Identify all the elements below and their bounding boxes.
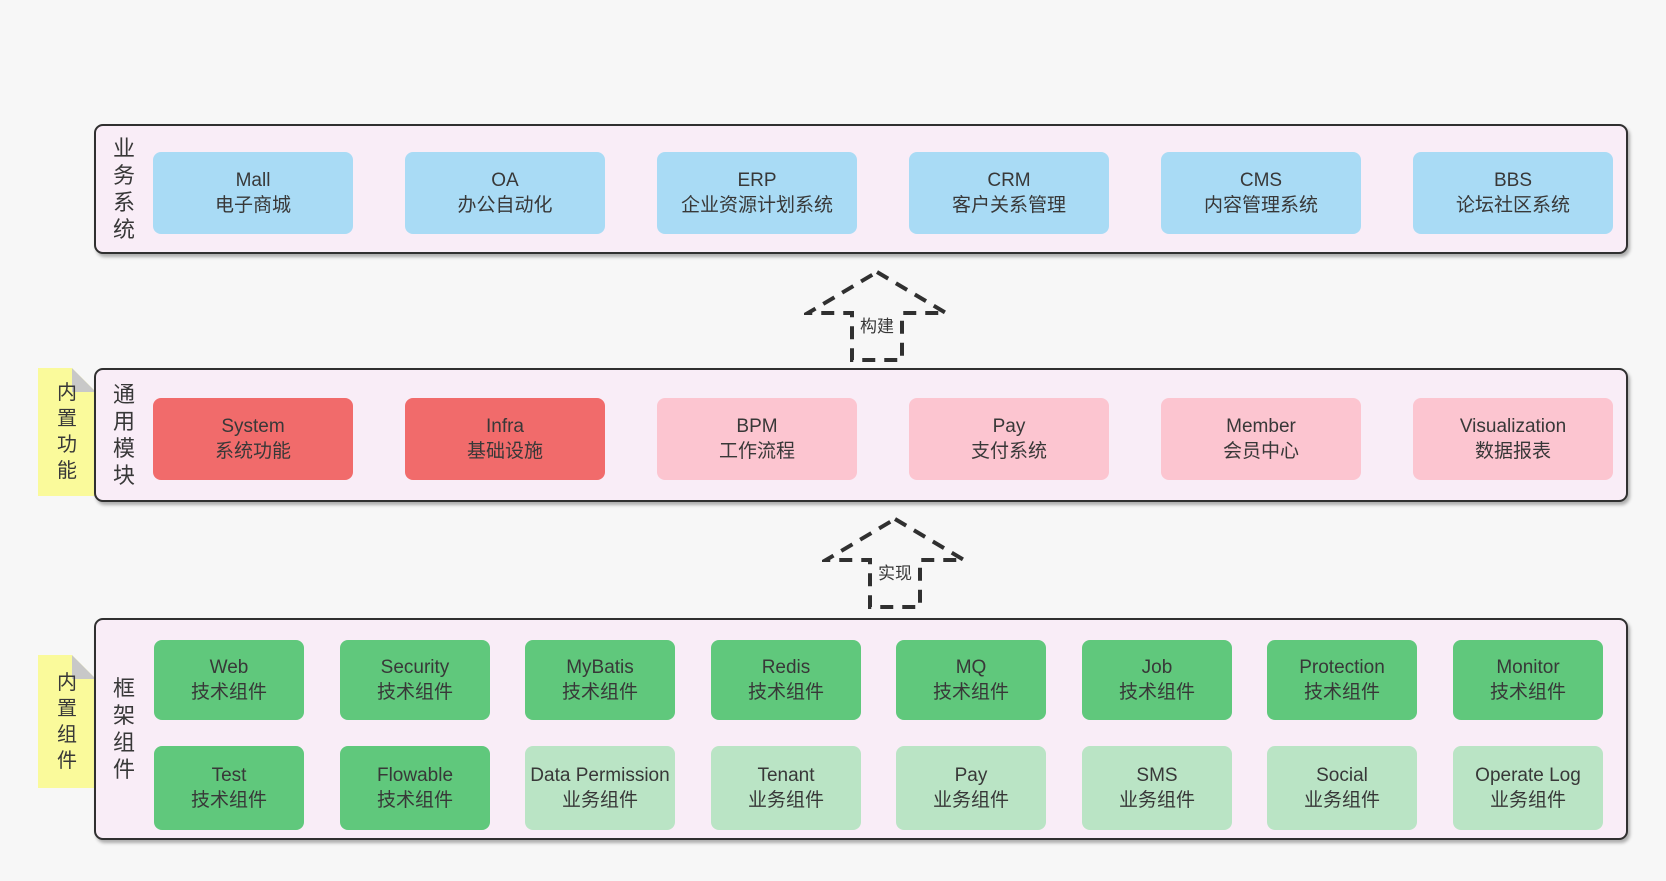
box-label-en: MyBatis <box>566 657 634 678</box>
box-label-zh: 技术组件 <box>190 682 267 703</box>
box-label-zh: 技术组件 <box>747 682 824 703</box>
box-framework-mq: MQ 技术组件 <box>896 640 1046 720</box>
box-common-infra: Infra 基础设施 <box>405 398 605 480</box>
box-business-cms: CMS 内容管理系统 <box>1161 152 1361 234</box>
box-framework-monitor: Monitor 技术组件 <box>1453 640 1603 720</box>
sticky-tab-built-in-features: 内置功能 <box>38 368 96 496</box>
box-framework-redis: Redis 技术组件 <box>711 640 861 720</box>
box-label-zh: 基础设施 <box>466 441 543 462</box>
box-label-zh: 技术组件 <box>561 682 638 703</box>
box-label-en: Monitor <box>1496 657 1560 678</box>
box-label-en: Tenant <box>757 765 815 786</box>
box-label-en: Mall <box>235 170 271 191</box>
box-label-en: OA <box>491 170 519 191</box>
box-label-en: Social <box>1316 765 1368 786</box>
box-label-en: BPM <box>736 416 778 437</box>
arrow-label-implement: 实现 <box>874 559 916 584</box>
box-label-en: MQ <box>955 657 987 678</box>
sticky-tab-built-in-components: 内置组件 <box>38 655 96 788</box>
box-label-en: BBS <box>1493 170 1533 191</box>
box-label-zh: 业务组件 <box>932 790 1009 811</box>
box-label-en: Redis <box>761 657 811 678</box>
box-label-zh: 技术组件 <box>190 790 267 811</box>
box-label-en: Protection <box>1299 657 1385 678</box>
box-common-member: Member 会员中心 <box>1161 398 1361 480</box>
box-label-zh: 企业资源计划系统 <box>680 195 833 216</box>
box-framework-test: Test 技术组件 <box>154 746 304 830</box>
box-label-en: CRM <box>987 170 1031 191</box>
box-label-zh: 业务组件 <box>1118 790 1195 811</box>
box-label-zh: 数据报表 <box>1474 441 1551 462</box>
box-framework-pay: Pay 业务组件 <box>896 746 1046 830</box>
box-label-en: CMS <box>1239 170 1283 191</box>
box-common-system: System 系统功能 <box>153 398 353 480</box>
box-framework-sms: SMS 业务组件 <box>1082 746 1232 830</box>
box-framework-security: Security 技术组件 <box>340 640 490 720</box>
box-label-zh: 技术组件 <box>376 682 453 703</box>
box-label-zh: 办公自动化 <box>457 195 553 216</box>
box-business-oa: OA 办公自动化 <box>405 152 605 234</box>
panel-common-modules: 通用模块 System 系统功能 Infra 基础设施 BPM 工作流程 Pay 支付系统 Me… <box>94 368 1628 502</box>
box-framework-tenant: Tenant 业务组件 <box>711 746 861 830</box>
box-label-en: System <box>221 416 285 437</box>
box-label-en: Data Permission <box>530 765 670 786</box>
box-label-en: Security <box>380 657 450 678</box>
panel-side-label: 框架组件 <box>112 676 135 782</box>
sticky-tab-label: 内置组件 <box>57 671 77 772</box>
panel-side-label: 通用模块 <box>112 382 135 488</box>
box-business-crm: CRM 客户关系管理 <box>909 152 1109 234</box>
box-label-zh: 技术组件 <box>376 790 453 811</box>
box-label-zh: 业务组件 <box>1303 790 1380 811</box>
box-label-zh: 内容管理系统 <box>1203 195 1318 216</box>
box-label-zh: 技术组件 <box>932 682 1009 703</box>
box-common-visualization: Visualization 数据报表 <box>1413 398 1613 480</box>
box-framework-flowable: Flowable 技术组件 <box>340 746 490 830</box>
box-framework-data-permission: Data Permission 业务组件 <box>525 746 675 830</box>
sticky-tab-label: 内置功能 <box>57 382 77 482</box>
box-label-zh: 业务组件 <box>747 790 824 811</box>
box-label-zh: 技术组件 <box>1303 682 1380 703</box>
dashed-up-arrow-implement: 实现 <box>822 515 968 611</box>
box-label-zh: 系统功能 <box>214 441 291 462</box>
box-label-zh: 论坛社区系统 <box>1455 195 1570 216</box>
box-label-en: Visualization <box>1459 416 1567 437</box>
box-label-en: ERP <box>737 170 777 191</box>
box-label-zh: 电子商城 <box>214 195 291 216</box>
box-label-en: SMS <box>1136 765 1178 786</box>
box-business-bbs: BBS 论坛社区系统 <box>1413 152 1613 234</box>
box-business-erp: ERP 企业资源计划系统 <box>657 152 857 234</box>
box-label-zh: 技术组件 <box>1489 682 1566 703</box>
box-common-pay: Pay 支付系统 <box>909 398 1109 480</box>
box-label-en: Member <box>1226 416 1296 437</box>
box-framework-social: Social 业务组件 <box>1267 746 1417 830</box>
box-framework-web: Web 技术组件 <box>154 640 304 720</box>
box-label-zh: 支付系统 <box>970 441 1047 462</box>
box-label-zh: 会员中心 <box>1222 441 1299 462</box>
box-label-zh: 业务组件 <box>561 790 638 811</box>
box-label-en: Infra <box>485 416 525 437</box>
box-label-en: Job <box>1141 657 1173 678</box>
box-label-en: Pay <box>954 765 988 786</box>
arrow-label-build: 构建 <box>856 312 898 337</box>
box-label-zh: 技术组件 <box>1118 682 1195 703</box>
box-label-zh: 客户关系管理 <box>951 195 1066 216</box>
box-label-en: Test <box>211 765 247 786</box>
box-business-mall: Mall 电子商城 <box>153 152 353 234</box>
dashed-up-arrow-build: 构建 <box>804 268 950 364</box>
box-label-en: Web <box>209 657 249 678</box>
box-common-bpm: BPM 工作流程 <box>657 398 857 480</box>
box-framework-operate-log: Operate Log 业务组件 <box>1453 746 1603 830</box>
box-label-zh: 业务组件 <box>1489 790 1566 811</box>
box-label-en: Pay <box>992 416 1026 437</box>
box-label-en: Flowable <box>376 765 454 786</box>
panel-business-systems: 业务系统 Mall 电子商城 OA 办公自动化 ERP 企业资源计划系统 CRM 客户关系管理… <box>94 124 1628 254</box>
box-framework-protection: Protection 技术组件 <box>1267 640 1417 720</box>
panel-side-label: 业务系统 <box>112 136 135 242</box>
box-framework-mybatis: MyBatis 技术组件 <box>525 640 675 720</box>
box-label-zh: 工作流程 <box>718 441 795 462</box>
box-label-en: Operate Log <box>1475 765 1581 786</box>
box-framework-job: Job 技术组件 <box>1082 640 1232 720</box>
